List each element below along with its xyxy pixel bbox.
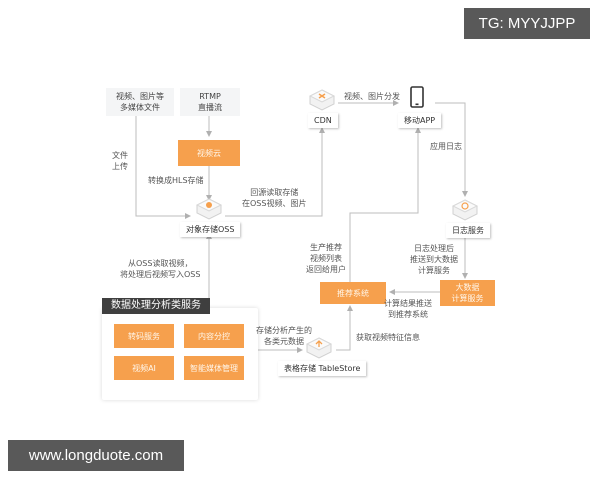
edge-label-app-log: 应用日志 <box>430 142 462 151</box>
big-data-label: 大数据 计算服务 <box>451 283 484 303</box>
log-service-cube-icon <box>452 199 478 221</box>
source-media-files-label: 视频、图片等 多媒体文件 <box>116 92 164 112</box>
big-data-compute-box: 大数据 计算服务 <box>440 280 495 306</box>
mobile-app-label: 移动APP <box>398 113 442 128</box>
tablestore-cube-icon <box>306 337 332 359</box>
panel-item-transcode: 转码服务 <box>114 324 174 348</box>
source-rtmp-stream: RTMP 直播流 <box>180 88 240 116</box>
log-service-label: 日志服务 <box>446 223 490 238</box>
panel-item-media-management: 智能媒体管理 <box>184 356 244 380</box>
edge-label-to-hls: 转换成HLS存储 <box>148 176 204 185</box>
cdn-cube-icon <box>309 89 335 111</box>
edge-label-store-meta: 存储分析产生的 各类元数据 <box>256 326 312 346</box>
panel-item-label: 视频AI <box>132 363 156 373</box>
panel-item-video-ai: 视频AI <box>114 356 174 380</box>
panel-item-label: 智能媒体管理 <box>190 363 238 373</box>
video-cloud-box: 视频云 <box>178 140 240 166</box>
panel-item-label: 内容分控 <box>198 331 230 341</box>
panel-title: 数据处理分析类服务 <box>102 298 210 314</box>
panel-item-content-control: 内容分控 <box>184 324 244 348</box>
oss-label: 对象存储OSS <box>180 222 241 237</box>
watermark-top-right: TG: MYYJJPP <box>464 8 590 39</box>
edge-label-oss-process: 从OSS读取视频， 将处理后视频写入OSS <box>120 259 201 279</box>
source-rtmp-label: RTMP 直播流 <box>198 92 222 112</box>
data-processing-panel <box>102 308 258 400</box>
tablestore-label: 表格存储 TableStore <box>278 361 367 376</box>
edge-label-file-upload: 文件 上传 <box>112 151 128 171</box>
recommend-system-label: 推荐系统 <box>337 288 369 298</box>
recommend-system-box: 推荐系统 <box>320 282 386 304</box>
edge-label-cdn-origin: 回源读取存储 在OSS视频、图片 <box>242 188 307 208</box>
edge-label-recommend-return: 生产推荐 视频列表 返回给用户 <box>306 243 346 274</box>
cdn-label: CDN <box>308 113 338 128</box>
edge-label-get-features: 获取视频特征信息 <box>356 333 420 342</box>
edge-label-distribute: 视频、图片分发 <box>344 92 400 101</box>
oss-cube-icon <box>196 198 222 220</box>
edge-label-log-push: 日志处理后 推送到大数据 计算服务 <box>410 244 458 275</box>
panel-item-label: 转码服务 <box>128 331 160 341</box>
edge-label-compute-push: 计算结果推送 到推荐系统 <box>384 299 432 319</box>
source-media-files: 视频、图片等 多媒体文件 <box>106 88 174 116</box>
watermark-bottom-left: www.longduote.com <box>8 440 184 471</box>
mobile-phone-icon <box>410 86 424 108</box>
video-cloud-label: 视频云 <box>197 148 221 158</box>
